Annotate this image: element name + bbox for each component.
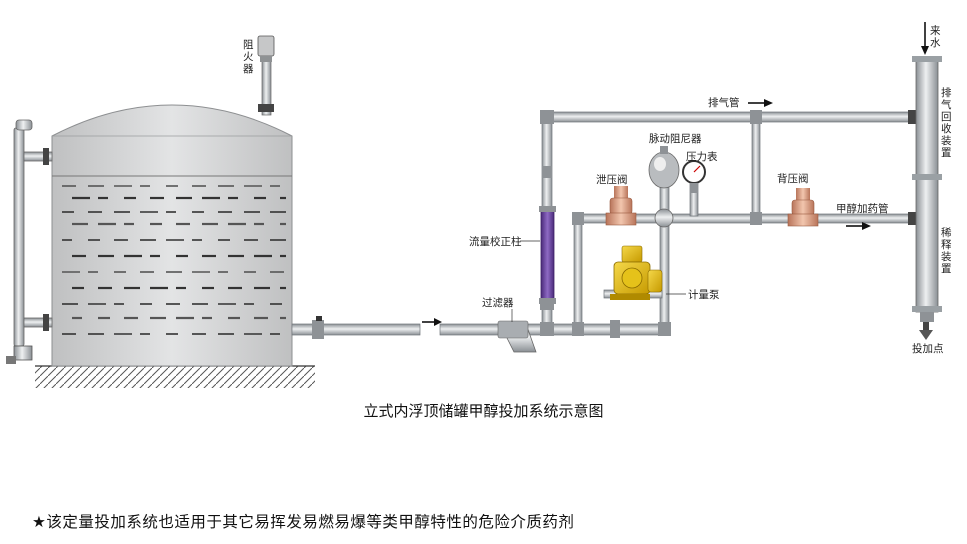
back-pressure-valve-label: 背压阀 xyxy=(777,172,809,185)
incoming-water-label: 来水 xyxy=(930,25,941,49)
applicability-note: ★该定量投加系统也适用于其它易挥发易燃易爆等类甲醇特性的危险介质药剂 xyxy=(32,513,575,531)
relief-valve-label: 泄压阀 xyxy=(596,173,628,186)
v-dilution-char: 装 xyxy=(941,250,952,263)
v-dilution-char: 稀 xyxy=(941,226,952,239)
flow-arrows xyxy=(422,22,933,340)
exhaust-pipe-label: 排气管 xyxy=(708,96,740,109)
v-recovery-char: 排 xyxy=(941,86,952,99)
v-recovery-char: 收 xyxy=(941,122,952,135)
v-flame-char: 器 xyxy=(243,63,254,75)
methanol-dosing-pipe-label: 甲醇加药管 xyxy=(836,202,889,215)
tank-liquid-marks xyxy=(62,185,286,335)
v-water-char: 来 xyxy=(930,25,941,37)
diagram-caption: 立式内浮顶储罐甲醇投加系统示意图 xyxy=(363,402,604,420)
storage-tank xyxy=(51,104,293,367)
v-recovery-char: 气 xyxy=(941,98,952,111)
leader-lines xyxy=(511,240,686,322)
v-water-char: 水 xyxy=(930,37,941,49)
pressure-relief-valve xyxy=(605,186,637,226)
tank-level-gauge xyxy=(6,119,53,364)
v-flame-char: 火 xyxy=(243,51,254,63)
v-dilution-char: 置 xyxy=(941,263,952,275)
collector-column xyxy=(912,56,942,322)
v-dilution-char: 释 xyxy=(941,238,952,251)
pulsation-damper-label: 脉动阻尼器 xyxy=(649,132,702,145)
flame-arrester-vertical-label: 阻火器 xyxy=(243,39,254,75)
pump-outlet-cross xyxy=(654,208,674,228)
v-recovery-char: 置 xyxy=(941,147,952,159)
tank-foundation xyxy=(35,365,315,388)
flow-calibration-column xyxy=(539,206,556,304)
flame-arrester xyxy=(257,35,275,116)
pressure-gauge-label: 压力表 xyxy=(686,150,718,163)
v-recovery-char: 装 xyxy=(941,134,952,147)
metering-pump xyxy=(610,245,663,300)
back-pressure-valve xyxy=(787,188,819,227)
pressure-gauge xyxy=(682,160,706,193)
v-recovery-char: 回 xyxy=(941,111,952,123)
metering-pump-label: 计量泵 xyxy=(688,288,720,301)
pulsation-damper xyxy=(648,146,680,189)
v-flame-char: 阻 xyxy=(243,39,254,51)
filter-label: 过滤器 xyxy=(482,296,514,309)
filter xyxy=(497,320,537,353)
flow-calibration-column-label: 流量校正柱 xyxy=(469,235,522,248)
dosing-point-label: 投加点 xyxy=(912,342,944,355)
